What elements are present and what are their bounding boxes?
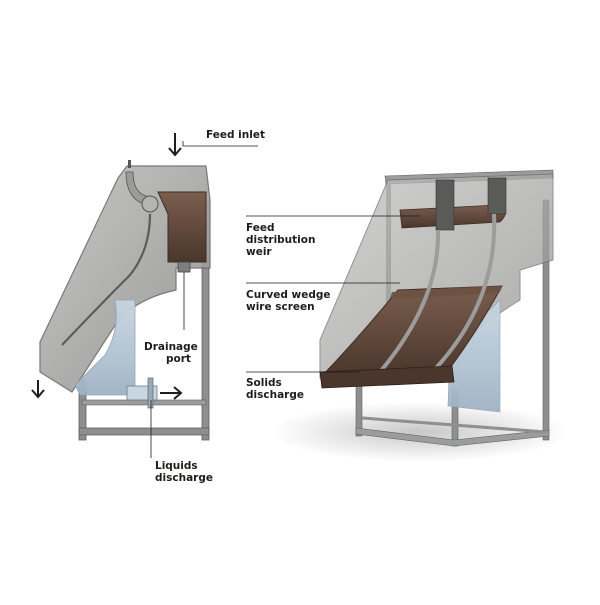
- solids-discharge-lip: [319, 365, 455, 389]
- drainage-port: [177, 261, 191, 273]
- right-base-frame: [355, 427, 550, 447]
- liquids-arrow-icon: [160, 386, 183, 400]
- section-liquid: [74, 299, 136, 396]
- label-feed-inlet: Feed inlet: [206, 129, 265, 141]
- label-solids-discharge-line1: Solids: [246, 377, 282, 389]
- liquids-discharge-flange: [147, 377, 154, 409]
- label-feed-inlet-text: Feed inlet: [206, 129, 265, 141]
- guide-curve-right: [434, 213, 497, 370]
- left-base-rail: [78, 427, 210, 436]
- feed-pipe-left: [435, 179, 455, 231]
- label-feed-distribution-weir: Feed distribution weir: [246, 222, 315, 258]
- section-top-lip: [128, 160, 131, 168]
- label-curved-wedge-wire-screen-line2: wire screen: [246, 301, 315, 313]
- floor-shadow: [270, 402, 570, 462]
- label-drainage-port-line1: Drainage: [144, 341, 198, 353]
- solids-arrow-icon: [31, 380, 45, 399]
- label-liquids-discharge: Liquids discharge: [155, 460, 213, 484]
- label-feed-distribution-weir-line2: distribution: [246, 234, 316, 246]
- section-weir-pipe: [141, 195, 159, 213]
- guide-curve-left: [378, 229, 441, 374]
- solids-bed: [390, 286, 502, 298]
- label-feed-distribution-weir-line3: weir: [246, 246, 272, 258]
- label-solids-discharge: Solids discharge: [246, 377, 304, 401]
- label-feed-distribution-weir-line1: Feed: [246, 222, 275, 234]
- feed-arrow-icon: [168, 133, 182, 157]
- label-curved-wedge-wire-screen: Curved wedge wire screen: [246, 289, 330, 313]
- leader-feed-inlet: [182, 141, 258, 147]
- label-curved-wedge-wire-screen-line1: Curved wedge: [246, 289, 331, 301]
- section-curved-screen: [61, 213, 152, 346]
- label-drainage-port: Drainage port: [144, 341, 198, 365]
- label-drainage-port-line2: port: [166, 353, 191, 365]
- cutaway-view: [246, 169, 570, 462]
- label-liquids-discharge-line2: discharge: [155, 472, 213, 484]
- right-base-cross: [361, 416, 547, 434]
- left-mid-rail: [81, 399, 207, 406]
- label-liquids-discharge-line1: Liquids: [155, 460, 198, 472]
- feed-pipe-right: [487, 177, 507, 215]
- label-solids-discharge-line2: discharge: [246, 389, 304, 401]
- section-view: [31, 133, 258, 458]
